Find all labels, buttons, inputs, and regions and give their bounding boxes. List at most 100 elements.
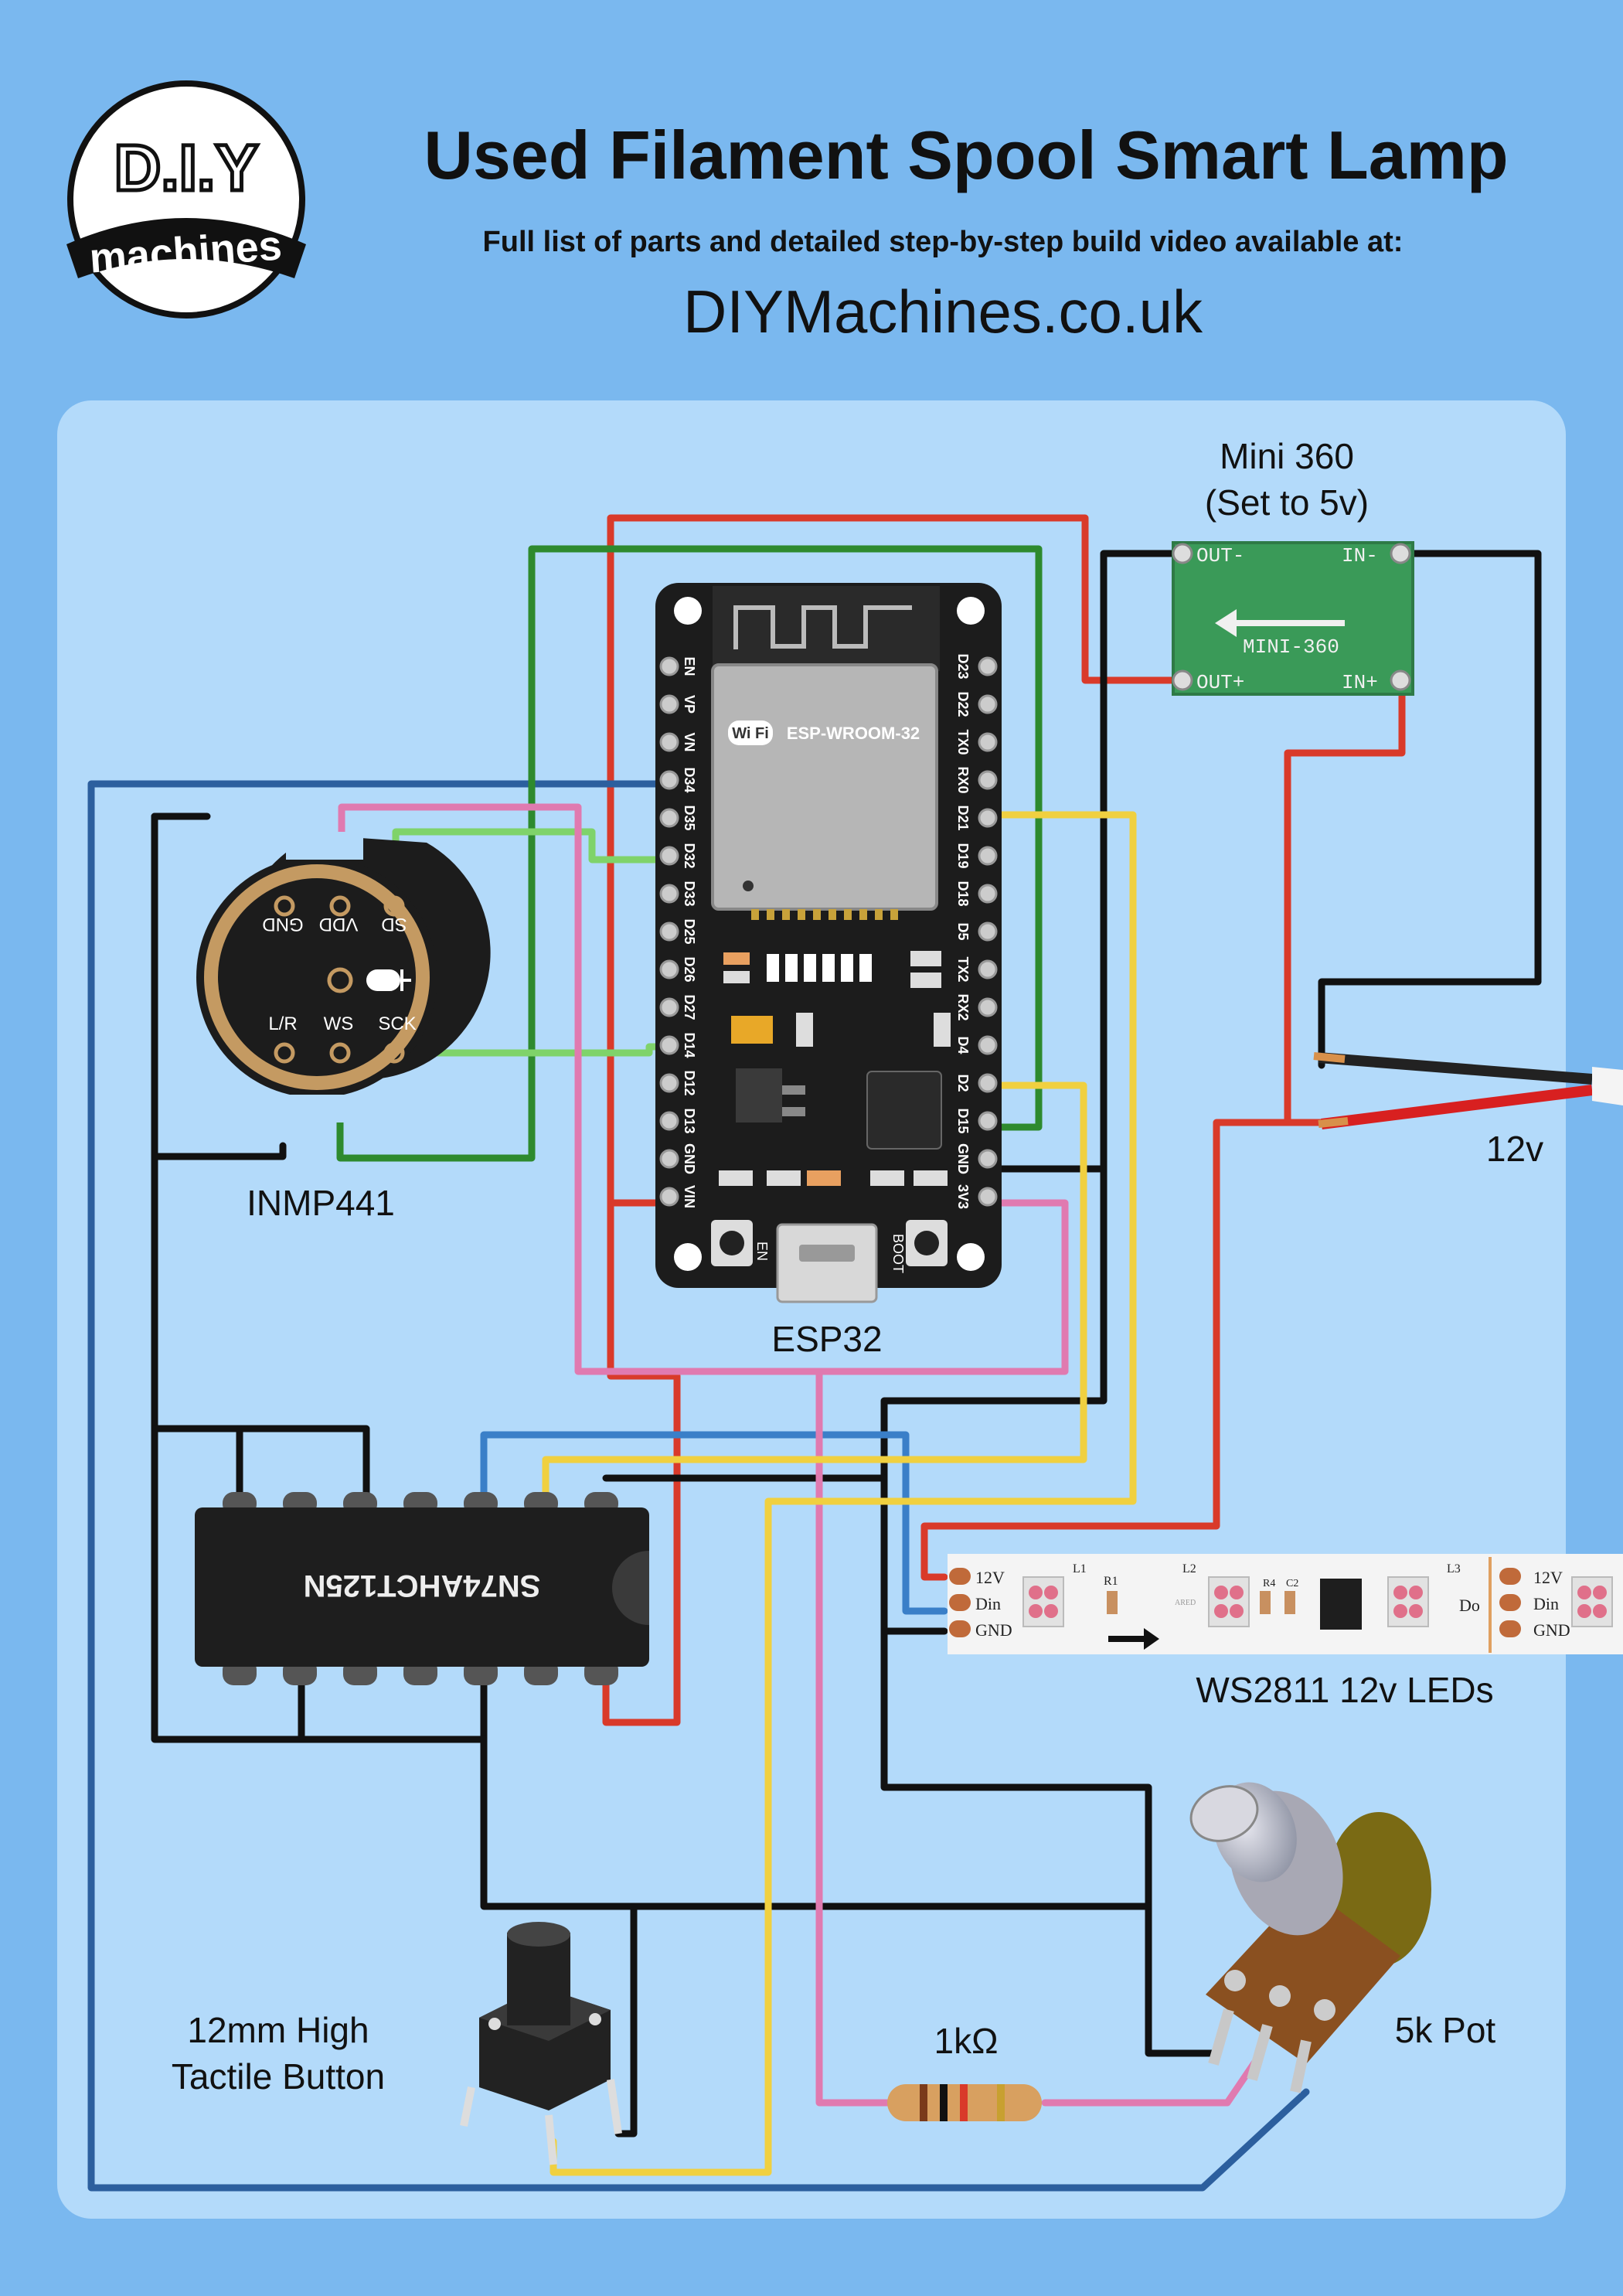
esp32-left-pin bbox=[659, 770, 679, 790]
led-pad-right-gnd: GND bbox=[1533, 1620, 1570, 1640]
wire-black-gnd-out bbox=[880, 550, 1217, 2057]
esp32-left-pin bbox=[659, 884, 679, 904]
led-pad-gnd: GND bbox=[975, 1620, 1012, 1640]
buck-pin-in-minus: IN- bbox=[1342, 544, 1378, 567]
led-die bbox=[1593, 1586, 1607, 1599]
esp32-left-pin bbox=[659, 694, 679, 714]
esp32-left-pin-label: D35 bbox=[682, 805, 697, 830]
esp32-left-pin-label: D25 bbox=[682, 918, 697, 944]
esp32-left-pin-label: VIN bbox=[682, 1185, 697, 1208]
led-cell bbox=[1208, 1576, 1250, 1627]
wire-black-btn bbox=[480, 1736, 1152, 1910]
resistor-1k bbox=[887, 2084, 1042, 2121]
led-die bbox=[1393, 1586, 1407, 1599]
led-strip-label: WS2811 12v LEDs bbox=[1196, 1670, 1494, 1710]
led-pad-din: Din bbox=[975, 1594, 1001, 1613]
mic-pin-gnd: GND bbox=[262, 914, 303, 935]
esp32-left-pin bbox=[659, 732, 679, 752]
esp32-left-pin bbox=[659, 1073, 679, 1093]
mini360-label-line2: (Set to 5v) bbox=[1204, 482, 1370, 523]
esp32-left-pin-label: D26 bbox=[682, 956, 697, 982]
esp32-right-pin bbox=[978, 1149, 998, 1169]
led-die bbox=[1230, 1604, 1244, 1618]
led-label-r1: R1 bbox=[1104, 1575, 1118, 1588]
inmp441-label: INMP441 bbox=[247, 1183, 395, 1223]
mini360-buck-converter: OUT- IN- OUT+ IN+ MINI-360 bbox=[1172, 541, 1414, 696]
module-text: ESP-WROOM-32 bbox=[787, 724, 920, 743]
12v-power-cable bbox=[1313, 1052, 1623, 1129]
esp32-right-pin-label: RX2 bbox=[955, 993, 971, 1020]
logo-top-text: D.I.Y bbox=[114, 131, 259, 204]
wire-pink-res bbox=[815, 1368, 894, 2107]
esp32-right-pin bbox=[978, 921, 998, 942]
esp32-right-pin-label: D22 bbox=[955, 691, 971, 717]
led-die bbox=[1044, 1604, 1058, 1618]
wire-yellow-d2 bbox=[542, 1082, 1087, 1497]
wire-red-5v bbox=[602, 514, 1185, 1726]
mic-pin-sd: SD bbox=[381, 914, 407, 935]
led-die bbox=[1029, 1604, 1043, 1618]
esp32-left-pin-label: EN bbox=[682, 656, 697, 676]
esp32-right-pin bbox=[978, 808, 998, 828]
esp32-left-pin bbox=[659, 1111, 679, 1131]
website-link[interactable]: DIYMachines.co.uk bbox=[683, 278, 1203, 346]
esp32-left-pin-label: D27 bbox=[682, 994, 697, 1020]
wire-green-ws bbox=[336, 545, 1043, 1162]
led-label-l2: L2 bbox=[1182, 1562, 1196, 1576]
esp32-left-pin-label: D14 bbox=[682, 1032, 697, 1058]
esp32-left-pin bbox=[659, 1035, 679, 1055]
esp32-right-pin-label: TX2 bbox=[955, 956, 971, 982]
esp32-left-pin-label: D32 bbox=[682, 843, 697, 868]
led-die bbox=[1577, 1586, 1591, 1599]
esp32-right-pin bbox=[978, 732, 998, 752]
page-subtitle: Full list of parts and detailed step-by-… bbox=[482, 226, 1404, 258]
esp32-left-pin-label: D12 bbox=[682, 1070, 697, 1095]
buck-pin-out-minus: OUT- bbox=[1196, 544, 1244, 567]
esp32-right-pin-label: 3V3 bbox=[955, 1184, 971, 1209]
mini360-label-line1: Mini 360 bbox=[1220, 436, 1354, 476]
inmp441-mic: GND VDD SD L/R WS SCK bbox=[196, 832, 491, 1122]
ws2811-led-strip: 12V Din GND 12V Din GND L1 R1 L2 R4 C2 L… bbox=[948, 1554, 1623, 1654]
buck-pin-in-plus: IN+ bbox=[1342, 671, 1378, 694]
esp32-left-pin bbox=[659, 1187, 679, 1207]
esp32-right-pin-label: D15 bbox=[955, 1108, 971, 1133]
esp32-right-pin bbox=[978, 846, 998, 866]
esp32-left-pin-label: D33 bbox=[682, 881, 697, 906]
esp32-board: Wi Fi ESP-WROOM-32 EN BOOT bbox=[655, 583, 1002, 1303]
esp32-left-pin bbox=[659, 921, 679, 942]
led-pad-right-din: Din bbox=[1533, 1594, 1559, 1613]
wire-pink-pot bbox=[1041, 2056, 1261, 2107]
button-label-line2: Tactile Button bbox=[171, 2056, 386, 2097]
esp32-right-pin-label: D5 bbox=[955, 922, 971, 940]
buck-board-text: MINI-360 bbox=[1243, 635, 1339, 659]
esp32-left-pin bbox=[659, 1149, 679, 1169]
wire-blue-d34 bbox=[87, 780, 1310, 2192]
esp32-right-pin-label: TX0 bbox=[955, 729, 971, 755]
led-label-l3: L3 bbox=[1447, 1562, 1461, 1576]
esp32-left-pin-label: VN bbox=[682, 732, 697, 751]
esp32-right-pin-label: D23 bbox=[955, 653, 971, 679]
esp32-left-pin bbox=[659, 997, 679, 1017]
esp32-right-pin bbox=[978, 884, 998, 904]
led-label-do: Do bbox=[1459, 1596, 1480, 1615]
wire-yellow-d21 bbox=[550, 811, 1137, 2176]
esp32-right-pin bbox=[978, 1035, 998, 1055]
esp32-right-pin-label: RX0 bbox=[955, 766, 971, 793]
esp32-right-pin bbox=[978, 1111, 998, 1131]
esp32-left-pin bbox=[659, 959, 679, 979]
esp32-right-pin bbox=[978, 656, 998, 676]
esp32-right-pin bbox=[978, 1073, 998, 1093]
tactile-button bbox=[460, 1922, 622, 2165]
mic-pin-sck: SCK bbox=[378, 1013, 416, 1034]
led-die bbox=[1214, 1604, 1228, 1618]
esp32-right-pin-label: D19 bbox=[955, 843, 971, 868]
led-cell bbox=[1571, 1576, 1613, 1627]
12v-label: 12v bbox=[1485, 1129, 1544, 1169]
led-cell bbox=[1022, 1576, 1064, 1627]
led-label-l1: L1 bbox=[1073, 1562, 1087, 1576]
esp32-left-pin-label: D13 bbox=[682, 1108, 697, 1133]
led-label-c2: C2 bbox=[1286, 1578, 1298, 1589]
led-die bbox=[1029, 1586, 1043, 1599]
